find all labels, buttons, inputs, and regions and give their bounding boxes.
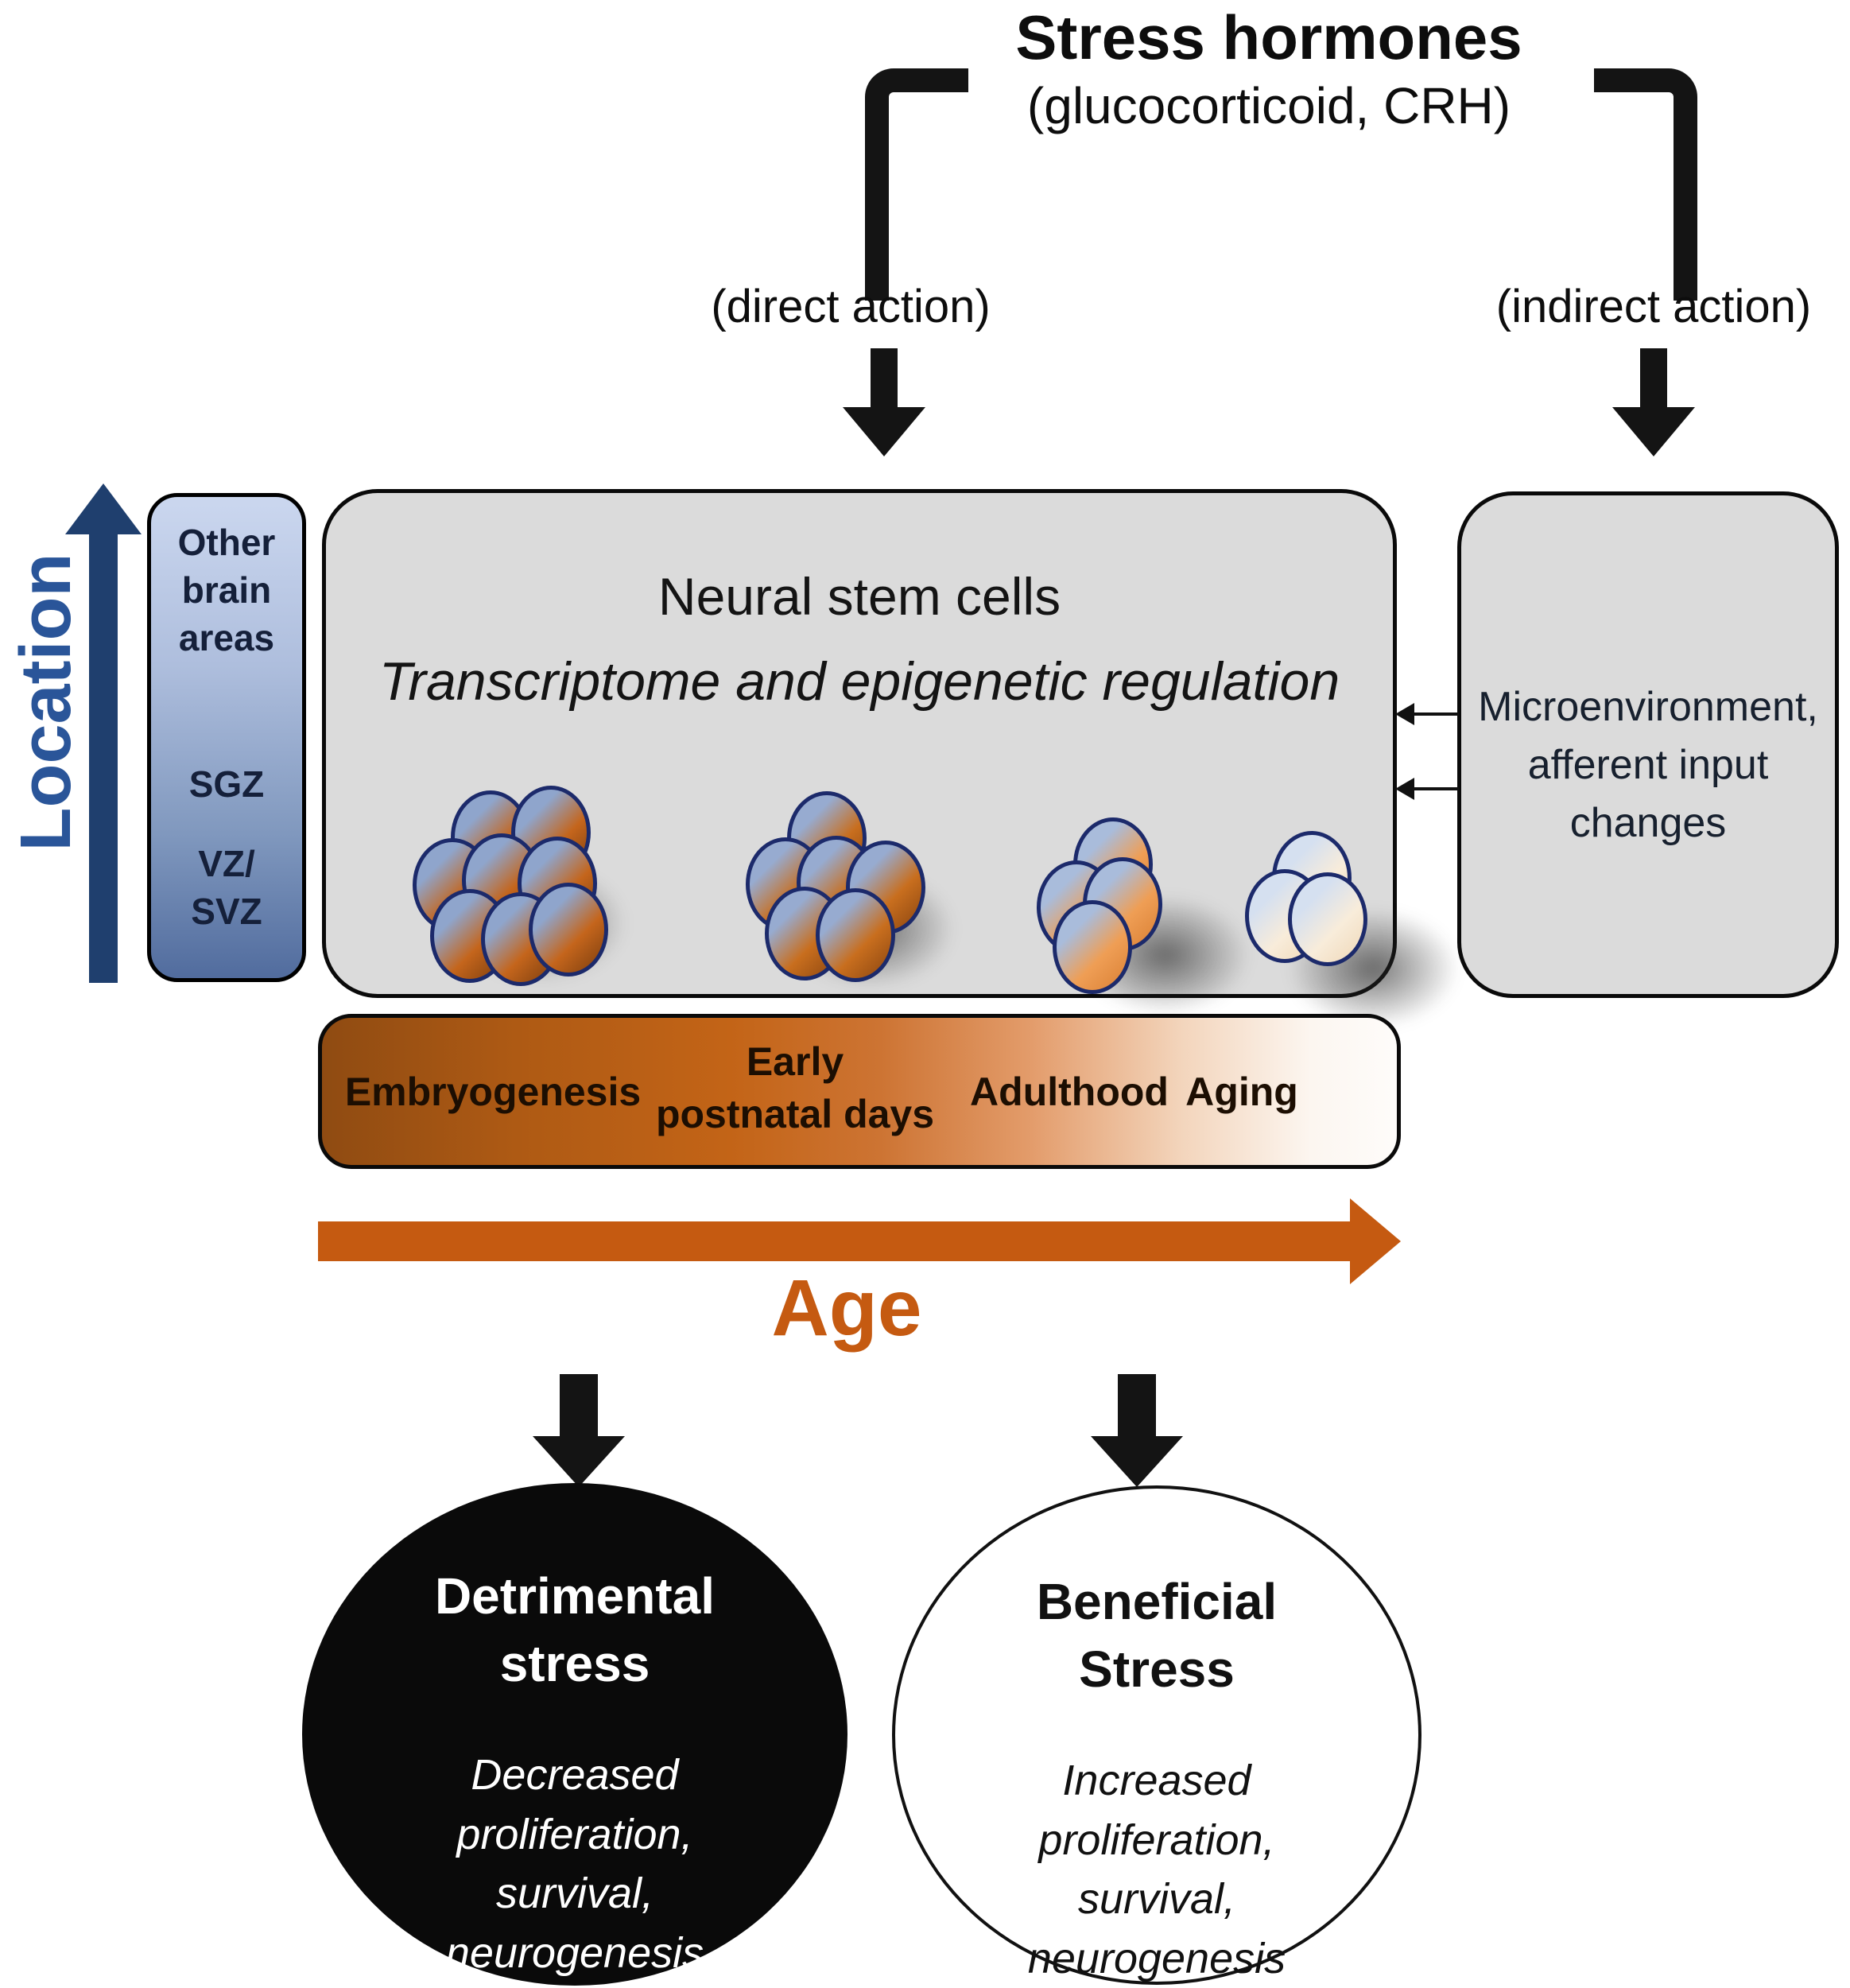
arrow-line bbox=[1408, 712, 1459, 716]
microenvironment-input-arrow bbox=[1395, 703, 1459, 725]
zone-sgz: SGZ bbox=[188, 763, 265, 805]
location-up-arrow-head-icon bbox=[65, 483, 142, 534]
stem-cell-cluster-aging bbox=[1242, 831, 1459, 1038]
detrimental-stress-description: Decreased proliferation, survival, neuro… bbox=[445, 1751, 704, 1977]
stage-aging: Aging bbox=[1185, 1070, 1298, 1114]
zone-other-brain-areas: Other brain areas bbox=[177, 522, 276, 658]
indirect-action-arrow-shaft bbox=[1640, 348, 1667, 410]
microenvironment-text: Microenvironment, afferent input changes bbox=[1478, 684, 1818, 846]
direct-action-arrow-shaft bbox=[871, 348, 898, 410]
stem-cell-icon bbox=[529, 883, 608, 977]
right-bracket-connector bbox=[1594, 68, 1697, 301]
zone-vz-svz: VZ/ SVZ bbox=[191, 843, 262, 932]
age-axis-arrow-head-icon bbox=[1350, 1198, 1401, 1284]
arrow-line bbox=[1408, 787, 1459, 790]
beneficial-stress-circle: Beneficial Stress Increased proliferatio… bbox=[892, 1485, 1421, 1985]
detrimental-outcome-arrow-shaft bbox=[560, 1374, 598, 1439]
beneficial-outcome-arrow-head-icon bbox=[1091, 1436, 1183, 1487]
direct-action-arrow-head-icon bbox=[843, 407, 925, 456]
arrow-left-head-icon bbox=[1395, 703, 1414, 725]
left-bracket-connector bbox=[865, 68, 968, 301]
nsc-box-title: Neural stem cells bbox=[657, 567, 1061, 626]
detrimental-stress-title: Detrimental stress bbox=[434, 1567, 716, 1693]
stem-cell-icon bbox=[1288, 872, 1367, 966]
beneficial-stress-description: Increased proliferation, survival, neuro… bbox=[1027, 1757, 1286, 1982]
nsc-box-subtitle: Transcriptome and epigenetic regulation bbox=[378, 651, 1340, 712]
indirect-action-label: (indirect action) bbox=[1495, 281, 1812, 332]
direct-action-label: (direct action) bbox=[711, 281, 991, 332]
figure-title: Stress hormones bbox=[1015, 2, 1522, 72]
microenvironment-input-arrow bbox=[1395, 778, 1459, 800]
location-up-arrow-shaft bbox=[89, 531, 118, 983]
detrimental-outcome-arrow-head-icon bbox=[533, 1436, 625, 1487]
indirect-action-arrow-head-icon bbox=[1612, 407, 1695, 456]
age-timeline-bar: Embryogenesis Early postnatal days Adult… bbox=[318, 1014, 1401, 1169]
microenvironment-box: Microenvironment, afferent input changes bbox=[1457, 491, 1839, 998]
stem-cell-cluster-embryogenesis bbox=[409, 786, 626, 992]
age-axis-arrow-shaft bbox=[318, 1221, 1353, 1261]
stage-adulthood: Adulthood bbox=[970, 1070, 1169, 1114]
stage-embryogenesis: Embryogenesis bbox=[344, 1070, 642, 1114]
figure-subtitle: (glucocorticoid, CRH) bbox=[1026, 77, 1511, 134]
stage-early-postnatal-days: Early postnatal days bbox=[655, 1039, 935, 1136]
detrimental-stress-circle: Detrimental stress Decreased proliferati… bbox=[302, 1483, 847, 1986]
age-axis-label: Age bbox=[771, 1264, 922, 1353]
location-axis-label: Location bbox=[6, 553, 86, 852]
beneficial-stress-title: Beneficial Stress bbox=[1036, 1573, 1278, 1699]
stem-cell-icon bbox=[816, 888, 895, 982]
stem-cell-icon bbox=[1053, 900, 1132, 994]
stem-cell-cluster-adulthood bbox=[1034, 817, 1251, 1024]
arrow-left-head-icon bbox=[1395, 778, 1414, 800]
brain-zones-box: Other brain areas SGZ VZ/ SVZ bbox=[147, 493, 306, 982]
stem-cell-cluster-early-postnatal bbox=[738, 791, 955, 998]
beneficial-outcome-arrow-shaft bbox=[1118, 1374, 1156, 1439]
